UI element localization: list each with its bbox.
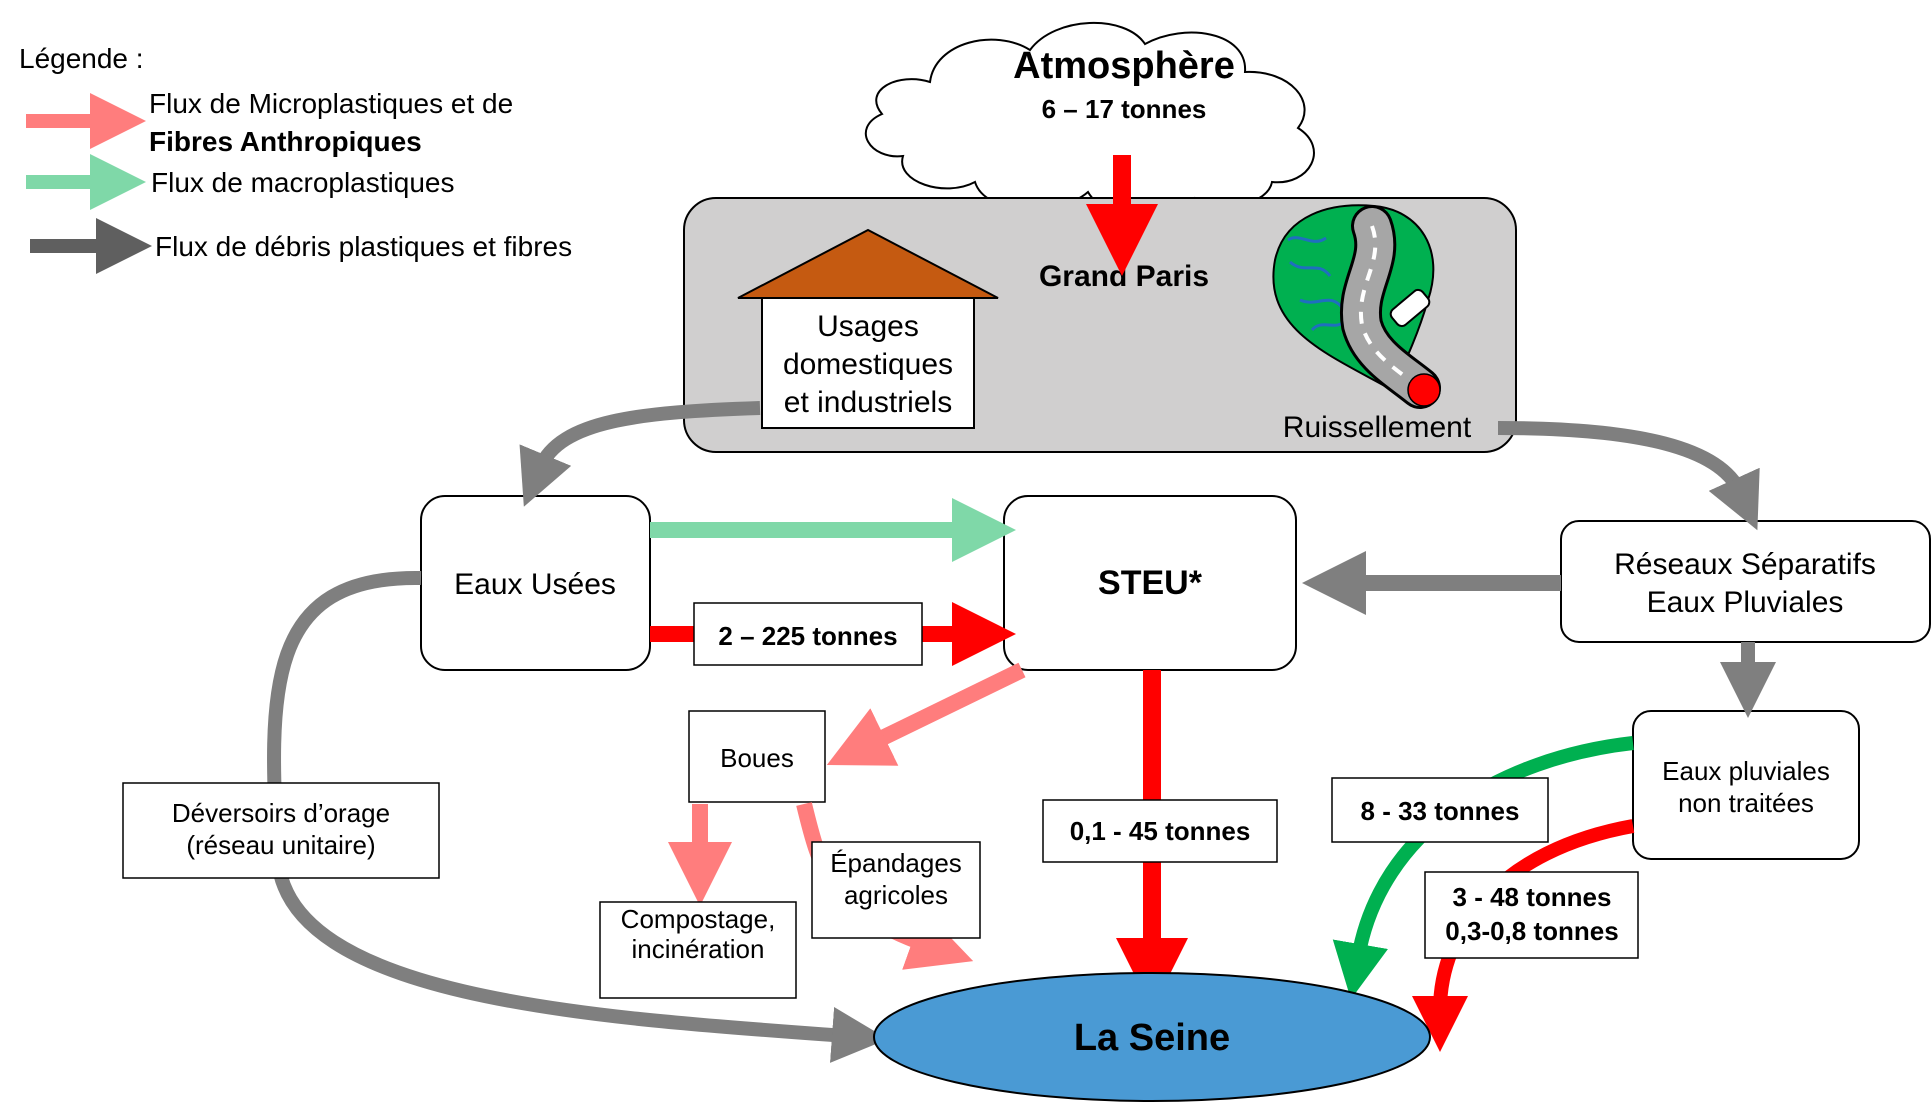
arrow-steu-to-boues [826,662,1026,766]
steu-label: STEU* [1098,564,1203,602]
flux-eaux-usees-steu-label: 2 – 225 tonnes [718,621,897,651]
bottle-icon [1389,288,1431,328]
runoff-map-icon [1272,204,1441,409]
eaux-pluviales-line2: non traitées [1678,788,1814,818]
compostage-line2: incinération [632,934,765,964]
macro-flux-label: 8 - 33 tonnes [1361,796,1520,826]
epandages-line2: agricoles [844,880,948,910]
usages-line3: et industriels [784,386,952,419]
river-lines [1287,236,1348,332]
steu-seine-label: 0,1 - 45 tonnes [1070,816,1251,846]
eaux-pluviales-line1: Eaux pluviales [1662,756,1830,786]
deversoirs-line2: (réseau unitaire) [186,830,375,860]
red-dot-icon [1407,373,1441,407]
arrow-eaux-usees-to-seine [267,570,888,1063]
legend-micro-fibres-label: Fibres Anthropiques [149,126,422,157]
arrow-usages-to-eaux-usees [519,401,761,507]
seine-label: La Seine [1074,1017,1230,1059]
house-icon: Usages domestiques et industriels [737,228,999,429]
seine-ellipse [873,972,1431,1102]
reseaux-box [1560,520,1931,643]
boues-label: Boues [720,743,794,773]
legend-micro-label: Flux de Microplastiques et de [149,88,513,119]
usages-box [761,297,975,429]
legend-title: Légende : [19,43,144,74]
flux-eaux-usees-steu-box [693,602,923,666]
boues-box [688,710,826,803]
pluvial-flux-fibres-label: 0,3-0,8 tonnes [1445,916,1618,946]
deversoirs-box [122,782,440,879]
compostage-line1: Compostage, [621,904,776,934]
ruissellement-label: Ruissellement [1283,411,1472,444]
legend-macro-label: Flux de macroplastiques [151,167,454,198]
usages-line1: Usages [817,310,919,343]
epandages-line1: Épandages [830,848,962,878]
legend-debris-label: Flux de débris plastiques et fibres [155,231,572,262]
atmosphere-value: 6 – 17 tonnes [1042,94,1207,124]
macro-flux-box [1331,777,1549,843]
atmosphere-cloud: Atmosphère 6 – 17 tonnes [864,21,1315,218]
usages-line2: domestiques [783,348,953,381]
deversoirs-line1: Déversoirs d’orage [172,798,390,828]
arrow-ruissellement-to-reseaux [1497,421,1760,531]
compostage-box [599,901,797,999]
atmosphere-title: Atmosphère [1013,45,1235,87]
steu-seine-box [1042,799,1278,863]
grand-paris-label: Grand Paris [1039,260,1209,293]
pluvial-flux-debris-label: 3 - 48 tonnes [1453,882,1612,912]
eaux-usees-label: Eaux Usées [454,568,616,601]
epandages-box [811,841,981,939]
legend: Légende : Flux de Microplastiques et de … [19,43,572,274]
reseaux-line2: Eaux Pluviales [1647,586,1844,619]
reseaux-line1: Réseaux Séparatifs [1614,548,1876,581]
road-centerline [1358,225,1422,390]
pluvial-flux-box [1424,871,1639,959]
